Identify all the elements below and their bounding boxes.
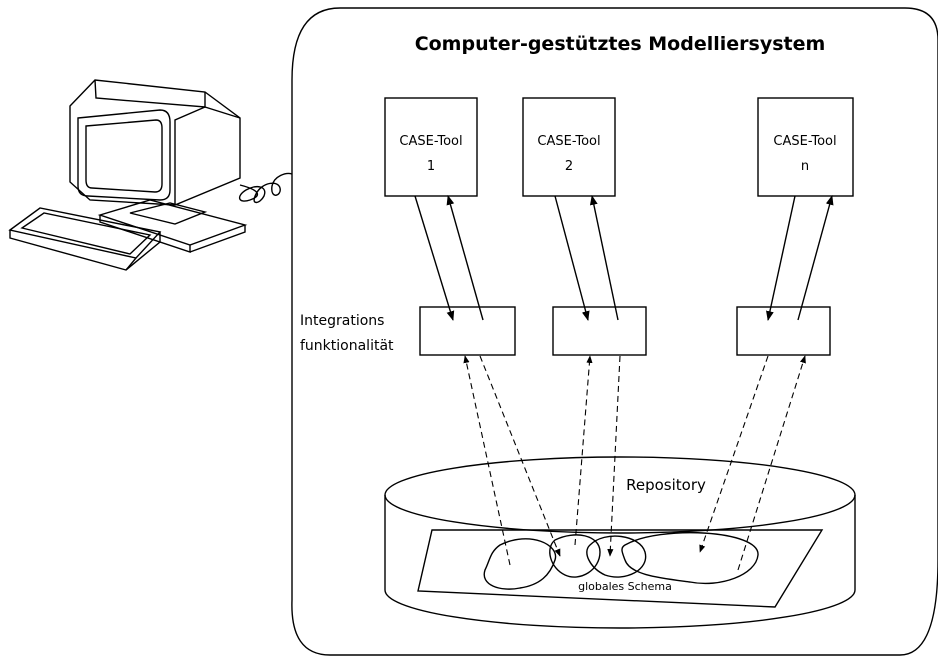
repository-label: Repository xyxy=(626,476,706,494)
integration-box-1 xyxy=(419,306,516,356)
case-tool-box-2: CASE-Tool 2 xyxy=(522,97,616,197)
case-tool-index: 2 xyxy=(565,159,573,174)
global-schema-label: globales Schema xyxy=(578,580,672,593)
integration-label-line1: Integrations xyxy=(300,313,384,329)
case-tool-box-n: CASE-Tool n xyxy=(757,97,854,197)
global-schema: globales Schema xyxy=(417,529,824,608)
case-tool-index: n xyxy=(801,159,809,174)
modelling-system-frame xyxy=(291,7,938,656)
diagram-title: Computer-gestütztes Modelliersystem xyxy=(415,33,826,55)
case-tool-label: CASE-Tool xyxy=(773,134,836,149)
case-tool-label: CASE-Tool xyxy=(399,134,462,149)
repository-cylinder: Repository xyxy=(384,456,856,629)
integration-box-n xyxy=(736,306,831,356)
case-tool-box-1: CASE-Tool 1 xyxy=(384,97,478,197)
tool-integration-arrows xyxy=(414,195,834,321)
case-tool-label: CASE-Tool xyxy=(537,134,600,149)
integration-label-line2: funktionalität xyxy=(300,338,394,354)
case-tool-index: 1 xyxy=(427,159,435,174)
integration-box-2 xyxy=(552,306,647,356)
repository-dashed-arrows xyxy=(463,355,806,571)
computer-terminal-icon xyxy=(8,79,293,271)
